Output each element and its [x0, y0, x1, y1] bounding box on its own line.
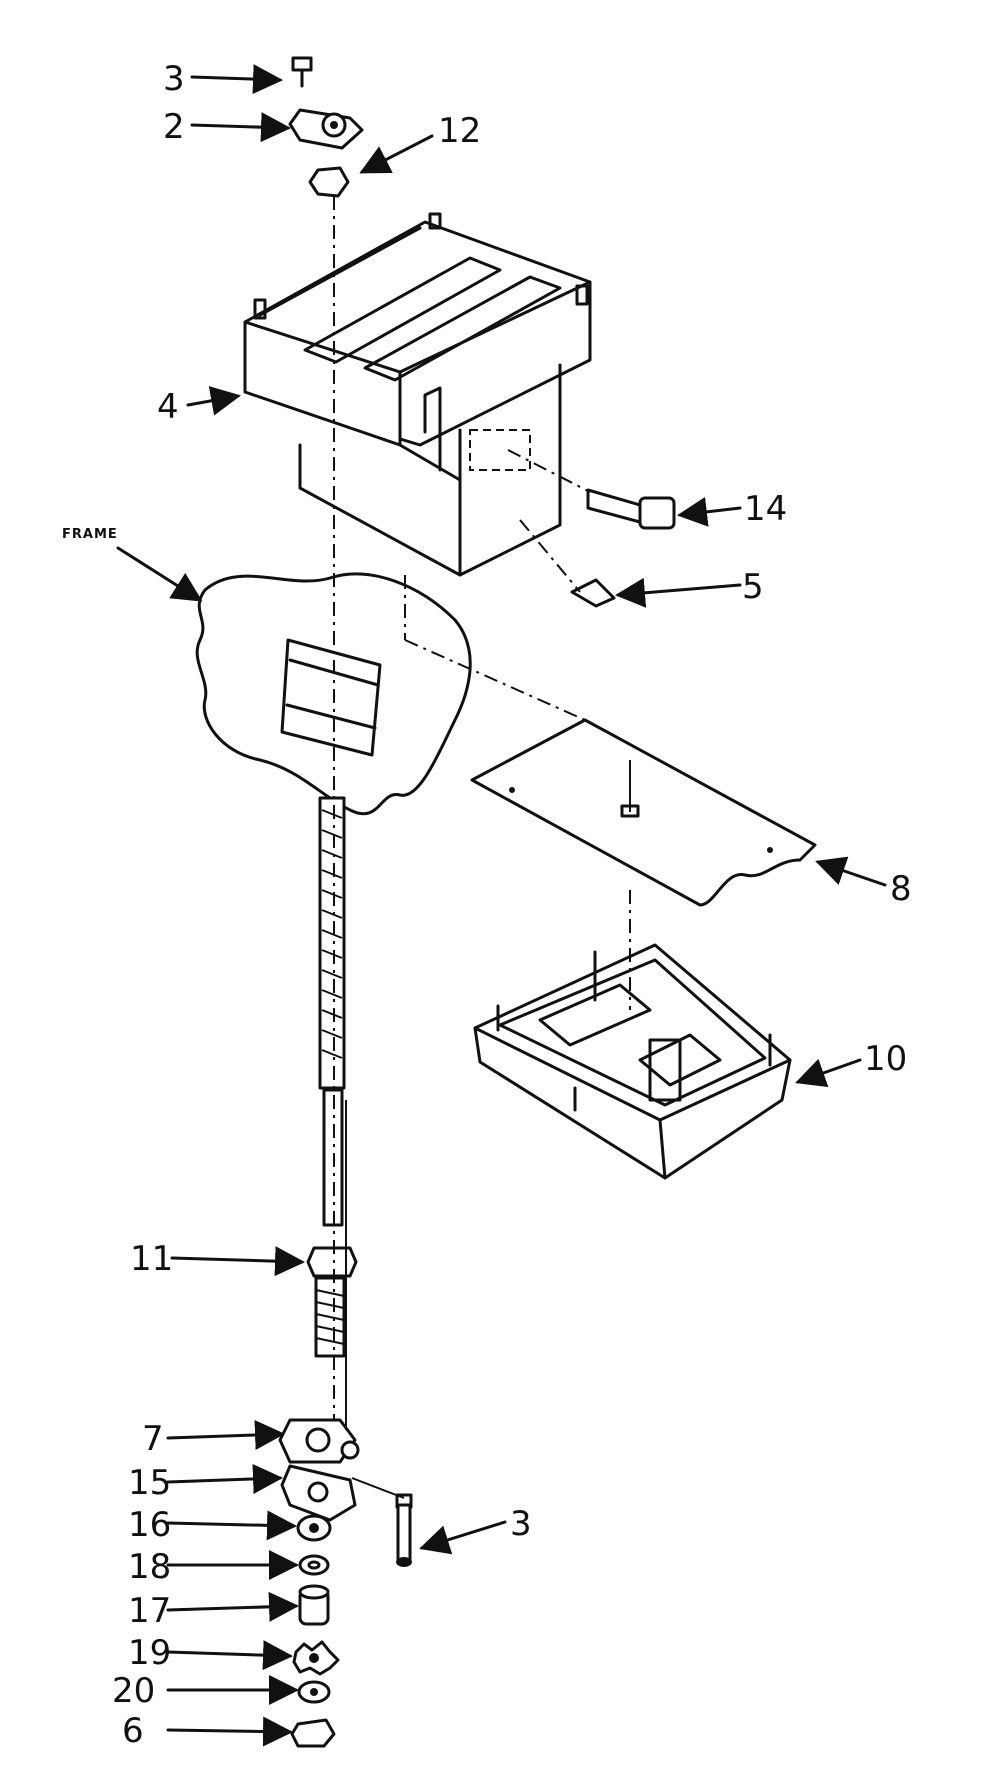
callout-8: 8 [890, 869, 912, 909]
alignment-line-screw [351, 1477, 405, 1499]
callout-19: 19 [128, 1633, 171, 1673]
part-5-clip [570, 578, 616, 608]
part-20-washer [297, 1680, 331, 1704]
callout-2: 2 [163, 107, 185, 147]
part-8-plate [470, 718, 817, 907]
part-11-rod [306, 796, 358, 1358]
callout-12: 12 [438, 111, 481, 151]
callout-18: 18 [128, 1547, 171, 1587]
alignment-line-plate [404, 639, 586, 721]
callout-16: 16 [128, 1505, 171, 1545]
callout-3-top: 3 [163, 59, 185, 99]
part-3-top-screw [291, 56, 313, 88]
callout-5: 5 [742, 567, 764, 607]
part-17-bushing [298, 1584, 330, 1626]
callout-10: 10 [864, 1039, 907, 1079]
part-14-pin [586, 488, 676, 530]
part-6-nut [290, 1718, 336, 1748]
part-19-star-washer [292, 1640, 340, 1676]
part-2-bracket [288, 108, 364, 150]
callout-4: 4 [157, 387, 179, 427]
part-15-plate [280, 1464, 357, 1522]
leader-lines [116, 64, 887, 1747]
part-3-bottom-screw [395, 1493, 413, 1567]
callout-17: 17 [128, 1591, 171, 1631]
callout-7: 7 [142, 1419, 164, 1459]
callout-20: 20 [112, 1671, 155, 1711]
part-10-tray [473, 943, 792, 1180]
frame-label: FRAME [62, 527, 118, 542]
callout-11: 11 [130, 1239, 173, 1279]
part-12-nut [308, 166, 350, 198]
part-18-washer [298, 1554, 330, 1576]
part-4-housing [243, 212, 592, 577]
callout-14: 14 [744, 489, 787, 529]
part-16-nut [296, 1514, 332, 1542]
alignment-line-clip [519, 519, 581, 593]
callout-15: 15 [128, 1463, 171, 1503]
callout-6: 6 [122, 1711, 144, 1751]
frame-section [195, 572, 472, 816]
callout-3-bottom: 3 [510, 1504, 532, 1544]
